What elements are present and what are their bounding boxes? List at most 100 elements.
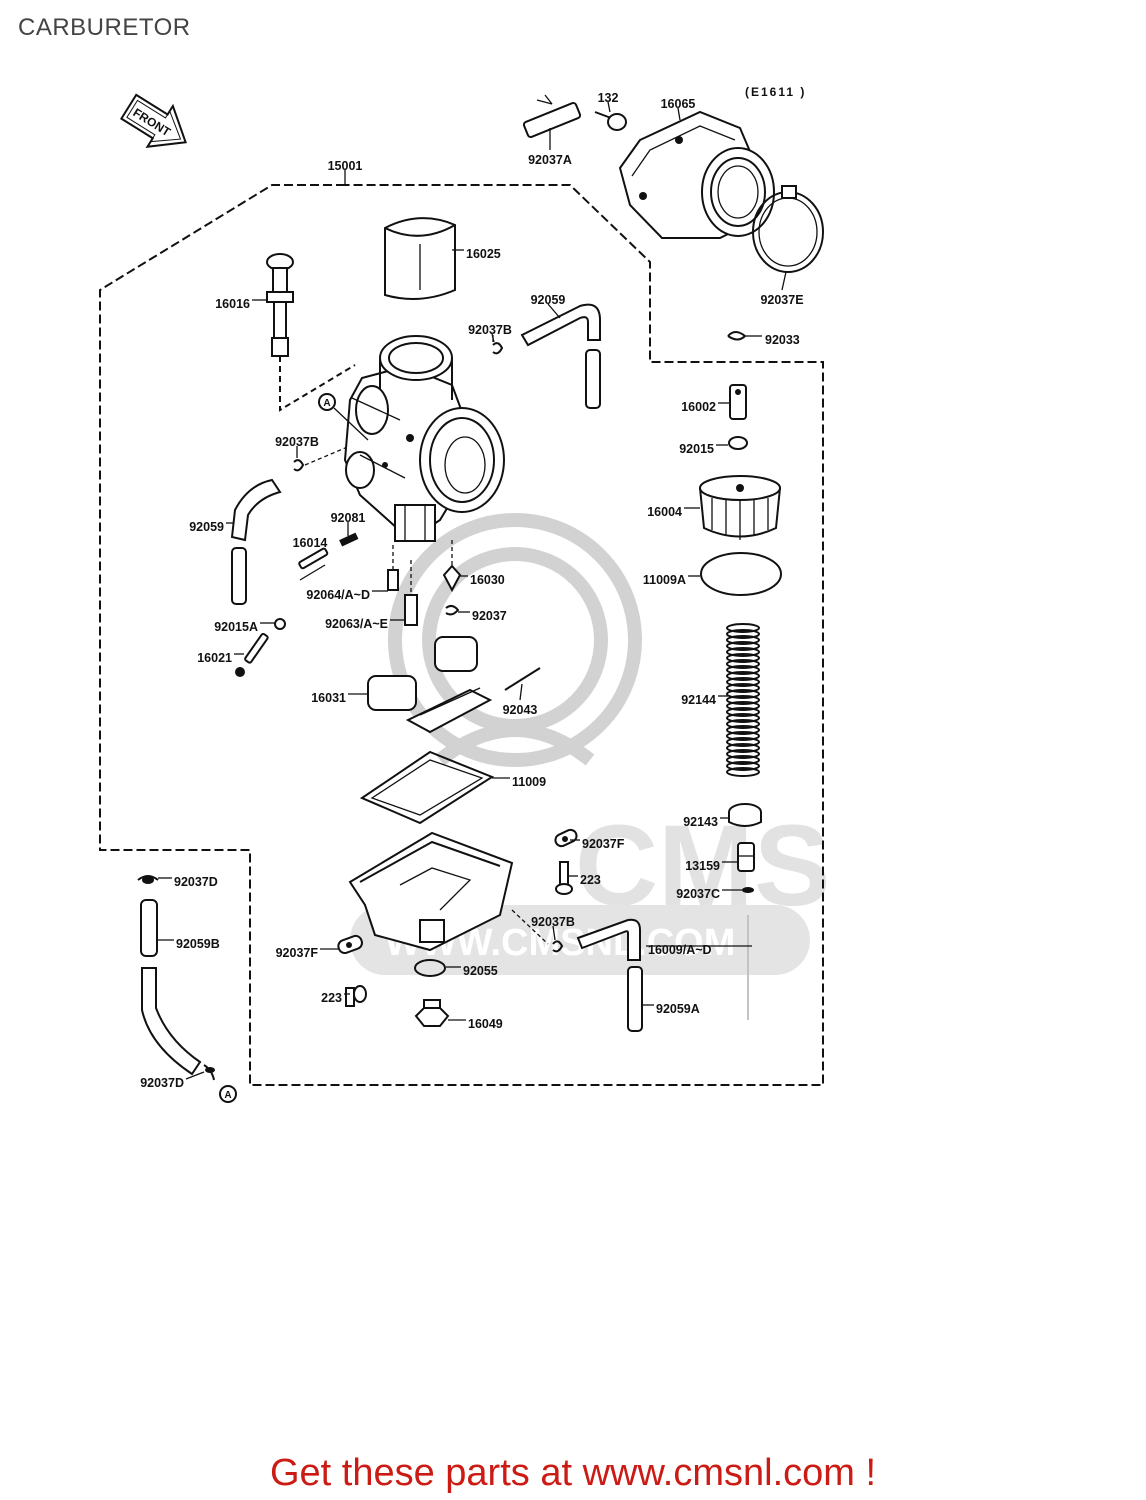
reference-mark-a-bottom: A: [219, 1085, 237, 1103]
part-label[interactable]: 92059: [189, 520, 224, 534]
part-92037B-clip-left: [293, 447, 346, 472]
part-92037D-clip-lower: [203, 1064, 215, 1081]
part-92037E-clamp: [752, 185, 824, 273]
front-direction-arrow: FRONT: [120, 93, 187, 148]
part-label[interactable]: 92059: [531, 293, 566, 307]
part-label[interactable]: 16049: [468, 1017, 503, 1031]
carburetor-body: [343, 335, 505, 542]
part-13159-holder: [737, 842, 755, 872]
part-label[interactable]: 92037E: [760, 293, 803, 307]
part-label[interactable]: 92144: [681, 693, 716, 707]
spring-coil: [726, 623, 760, 633]
spring-coil: [726, 671, 760, 681]
reference-mark-a-top: A: [318, 393, 369, 441]
part-label[interactable]: 92064/A~D: [306, 588, 370, 602]
part-92064-jet: [387, 545, 399, 591]
part-92055-oring: [414, 959, 446, 977]
part-92081-spring: [339, 532, 359, 547]
page-title: CARBURETOR: [18, 14, 191, 41]
part-label[interactable]: 132: [598, 91, 619, 105]
part-label[interactable]: 223: [580, 873, 601, 887]
part-92037B-clip-lower: [511, 909, 564, 953]
spring-coil: [726, 713, 760, 723]
part-label[interactable]: 16021: [197, 651, 232, 665]
part-label[interactable]: 16009/A~D: [648, 943, 712, 957]
part-16065-intake-holder: [618, 110, 775, 239]
part-label[interactable]: 16031: [311, 691, 346, 705]
part-label[interactable]: 223: [321, 991, 342, 1005]
part-92015A-washer: [274, 618, 286, 630]
drawing-code: (E1611 ): [745, 85, 806, 99]
spring-coil: [726, 707, 760, 717]
part-92037C-clip: [742, 887, 754, 893]
part-label[interactable]: 16030: [470, 573, 505, 587]
part-16025-cap: [384, 217, 456, 300]
part-16002-bolt: [729, 384, 747, 420]
part-92144-spring: [726, 623, 760, 777]
part-label[interactable]: 92037C: [676, 887, 720, 901]
spring-coil: [726, 755, 760, 765]
part-label[interactable]: 92037B: [275, 435, 319, 449]
part-16016-plunger: [266, 253, 356, 412]
part-92037F-clip-lower: [337, 934, 363, 954]
leader-line: [781, 271, 787, 291]
part-16030-valve: [442, 540, 462, 593]
part-16014-screw: [298, 547, 329, 581]
part-label[interactable]: 92055: [463, 964, 498, 978]
part-label[interactable]: 92037A: [528, 153, 572, 167]
part-label[interactable]: 92043: [503, 703, 538, 717]
part-16049-plug: [414, 999, 450, 1027]
part-label[interactable]: 11009: [512, 775, 546, 789]
spring-coil: [726, 701, 760, 711]
carburetor-exploded-diagram: CMS WWW.CMSNL.COM FRONT: [99, 85, 831, 1103]
part-label[interactable]: 13159: [685, 859, 720, 873]
part-label[interactable]: 16014: [293, 536, 328, 550]
leader-line: [185, 1071, 205, 1080]
spring-coil: [726, 719, 760, 729]
part-label[interactable]: 92063/A~E: [325, 617, 388, 631]
spring-coil: [726, 725, 760, 735]
spring-coil: [726, 641, 760, 651]
part-92033-clip: [727, 331, 747, 341]
part-label[interactable]: 92015: [679, 442, 714, 456]
part-16004-cap: [698, 475, 782, 540]
part-label[interactable]: 92037: [472, 609, 507, 623]
part-label[interactable]: 92143: [683, 815, 718, 829]
part-label[interactable]: 92015A: [214, 620, 258, 634]
part-92037A: [522, 94, 582, 139]
part-label[interactable]: 16065: [661, 97, 696, 111]
spring-coil: [726, 749, 760, 759]
leader-line: [607, 101, 611, 113]
part-label[interactable]: 92037B: [531, 915, 575, 929]
part-label[interactable]: 16016: [215, 297, 250, 311]
part-223-screw-upper: [555, 861, 573, 895]
part-label[interactable]: 92059A: [656, 1002, 700, 1016]
part-label[interactable]: 92037D: [140, 1076, 184, 1090]
spring-coil: [726, 689, 760, 699]
part-92037B-clip-upper: [492, 335, 504, 355]
part-label[interactable]: 92059B: [176, 937, 220, 951]
part-label[interactable]: 16025: [466, 247, 501, 261]
footer-cta[interactable]: Get these parts at www.cmsnl.com !: [269, 1452, 877, 1494]
part-223-screw-lower: [345, 985, 367, 1007]
part-label[interactable]: 92037D: [174, 875, 218, 889]
spring-coil: [726, 767, 760, 777]
part-label[interactable]: 92033: [765, 333, 800, 347]
part-label[interactable]: 92081: [331, 511, 366, 525]
part-label[interactable]: 16004: [647, 505, 682, 519]
part-92059-hose-upper: [520, 303, 601, 409]
leader-line: [547, 303, 561, 319]
reference-mark-a-bottom-label: A: [224, 1090, 231, 1101]
part-92037F-clip-upper: [554, 828, 578, 848]
part-label[interactable]: 16002: [681, 400, 716, 414]
part-label[interactable]: 92037B: [468, 323, 512, 337]
spring-coil: [726, 635, 760, 645]
part-92063-jet: [404, 560, 418, 626]
spring-coil: [726, 731, 760, 741]
spring-coil: [726, 737, 760, 747]
spring-coil: [726, 647, 760, 657]
part-label[interactable]: 92037F: [582, 837, 625, 851]
part-label[interactable]: 15001: [328, 159, 363, 173]
part-label[interactable]: 11009A: [643, 573, 686, 587]
part-label[interactable]: 92037F: [276, 946, 319, 960]
